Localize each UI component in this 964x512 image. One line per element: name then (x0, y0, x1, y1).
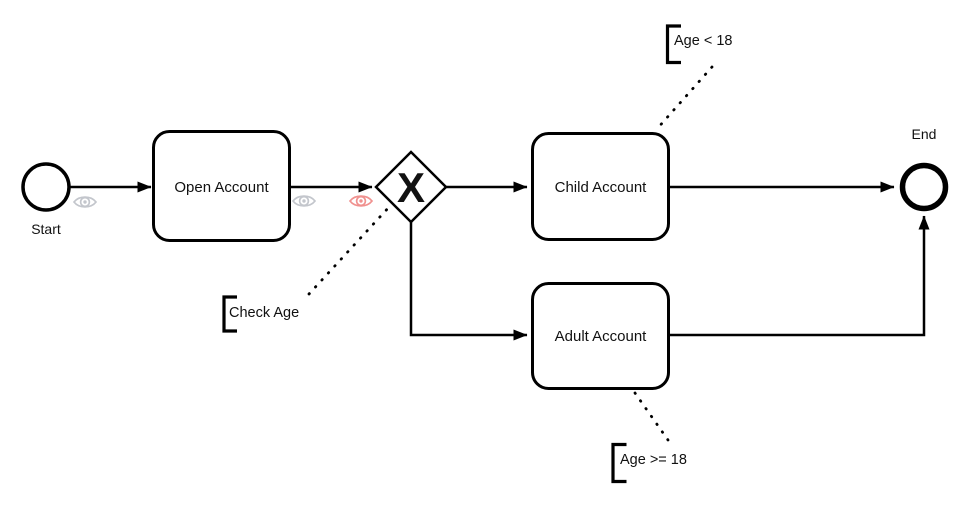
annotation-age-lt-18[interactable]: Age < 18 (665, 24, 733, 65)
exclusive-gateway[interactable] (374, 150, 448, 224)
start-event-label: Start (31, 221, 61, 237)
annotation-check-age[interactable]: Check Age (222, 295, 299, 333)
eye-icon[interactable] (348, 195, 374, 207)
end-event[interactable] (899, 162, 949, 212)
sequence-flow-adult-account-to-end[interactable] (669, 215, 930, 337)
annotation-bracket (222, 295, 237, 333)
annotation-bracket (665, 24, 681, 65)
association-check-age[interactable] (307, 204, 392, 296)
task-child-account[interactable] (531, 132, 670, 241)
eye-icon[interactable] (72, 196, 98, 208)
annotation-age-lt-18-label: Age < 18 (674, 33, 732, 49)
start-event[interactable] (21, 162, 71, 212)
task-child-account-label: Child Account (555, 179, 648, 196)
annotation-age-gte-18-label: Age >= 18 (620, 452, 687, 468)
task-open-account-label: Open Account (174, 179, 269, 196)
association-age-lt-18[interactable] (654, 65, 714, 132)
sequence-flow-gateway-to-adult-account[interactable] (409, 222, 528, 341)
task-open-account[interactable] (152, 130, 291, 242)
exclusive-gateway-x-marker: X (397, 164, 425, 211)
end-event-label: End (912, 126, 937, 142)
eye-icon[interactable] (291, 195, 317, 207)
annotation-check-age-label: Check Age (229, 305, 299, 321)
association-age-gte-18[interactable] (633, 391, 670, 442)
task-adult-account-label: Adult Account (555, 328, 648, 345)
task-adult-account[interactable] (531, 282, 670, 390)
annotation-age-gte-18[interactable]: Age >= 18 (611, 442, 687, 484)
annotation-bracket (611, 442, 627, 484)
